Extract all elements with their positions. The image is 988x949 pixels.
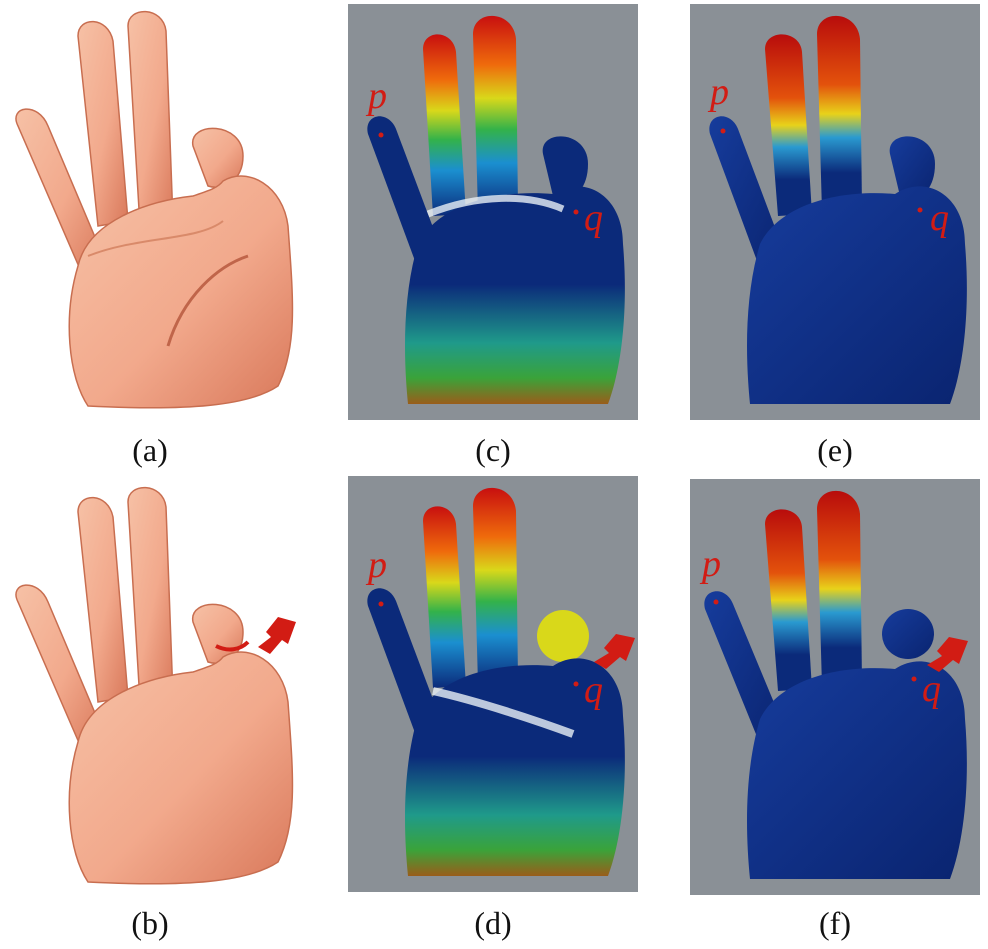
- point-label-q: q: [922, 668, 941, 710]
- hand-panel-b: [8, 482, 308, 892]
- point-label-q: q: [930, 197, 949, 239]
- heatmap-blue-illustration: p q: [690, 4, 980, 420]
- arrow-icon: [258, 617, 296, 654]
- point-p-marker: [720, 128, 726, 134]
- point-q-marker: [573, 681, 579, 687]
- point-p-marker: [378, 601, 384, 607]
- caption-f: (f): [819, 905, 851, 941]
- point-label-q: q: [584, 197, 603, 239]
- caption-e: (e): [817, 432, 853, 468]
- heatmap-blue-illustration: p q: [690, 479, 980, 895]
- heatmap-panel-f: p q: [690, 479, 980, 895]
- heatmap-panel-c: p q: [348, 4, 638, 420]
- caption-c: (c): [475, 432, 511, 468]
- point-p-marker: [713, 599, 719, 605]
- point-label-p: p: [707, 71, 729, 113]
- point-q-marker: [917, 207, 923, 213]
- point-q-marker: [573, 209, 579, 215]
- heatmap-rainbow-illustration: p q: [348, 476, 638, 892]
- caption-a: (a): [132, 432, 168, 468]
- heatmap-panel-e: p q: [690, 4, 980, 420]
- arrow-icon: [594, 634, 635, 669]
- hand-panel-a: [8, 6, 308, 416]
- arrow-icon: [927, 637, 968, 672]
- heatmap-panel-d: p q: [348, 476, 638, 892]
- caption-b: (b): [131, 905, 169, 941]
- point-label-p: p: [365, 544, 387, 586]
- caption-d: (d): [474, 905, 512, 941]
- point-label-p: p: [699, 543, 721, 585]
- point-q-marker: [911, 676, 917, 682]
- heatmap-rainbow-illustration: p q: [348, 4, 638, 420]
- point-p-marker: [378, 132, 384, 138]
- hand-skin-illustration: [15, 486, 296, 885]
- hand-skin-illustration: [15, 10, 294, 409]
- point-label-q: q: [584, 669, 603, 711]
- point-label-p: p: [365, 75, 387, 117]
- cut-marker: [215, 640, 250, 652]
